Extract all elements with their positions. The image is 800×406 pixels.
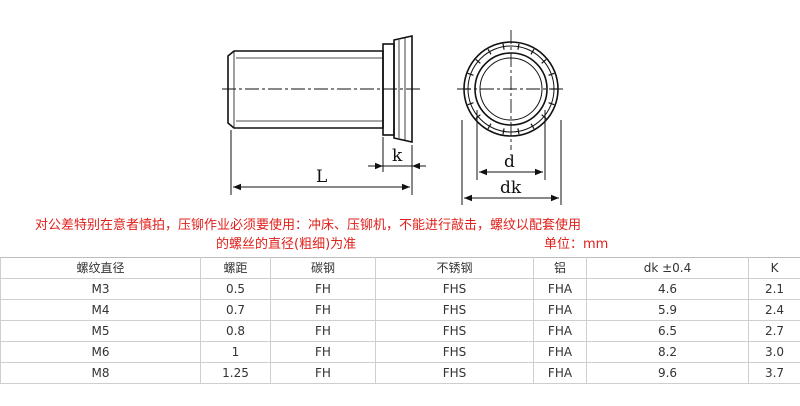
serration-mark (502, 128, 505, 135)
side-view-dimensions (230, 130, 426, 195)
cell-dk: 4.6 (586, 278, 749, 300)
cell-aluminum: FHA (533, 278, 587, 300)
cell-dk: 8.2 (586, 341, 749, 363)
cell-carbon: FH (270, 341, 376, 363)
header-aluminum: 铝 (533, 257, 587, 279)
cell-thread: M3 (0, 278, 201, 300)
cell-aluminum: FHA (533, 341, 587, 363)
cell-aluminum: FHA (533, 299, 587, 321)
usage-warning-line2: 的螺丝的直径(粗细)为准 (216, 237, 357, 252)
cell-k: 2.4 (748, 299, 800, 321)
serration-mark (467, 72, 474, 76)
header-k: K (748, 257, 800, 279)
table-header-row: 螺纹直径 螺距 碳钢 不锈钢 铝 dk ±0.4 K (0, 257, 800, 279)
usage-warning-note-continued: 的螺丝的直径(粗细)为准 单位：mm (216, 237, 800, 253)
cell-thread: M8 (0, 362, 201, 384)
cell-stainless: FHS (375, 299, 534, 321)
cell-aluminum: FHA (533, 320, 587, 342)
head-height-label: k (392, 146, 403, 166)
cell-carbon: FH (270, 299, 376, 321)
table-row: M8 1.25 FH FHS FHA 9.6 3.7 (0, 362, 800, 384)
cell-thread: M4 (0, 299, 201, 321)
unit-label: 单位：mm (544, 237, 609, 252)
length-label: L (316, 167, 327, 187)
cell-thread: M5 (0, 320, 201, 342)
header-pitch: 螺距 (200, 257, 271, 279)
cell-stainless: FHS (375, 320, 534, 342)
serration-mark (487, 48, 492, 55)
serration-mark (548, 72, 555, 76)
serration-mark (548, 102, 555, 106)
front-view-dimensions (461, 110, 562, 205)
side-view (222, 35, 422, 143)
cell-pitch: 1.25 (200, 362, 271, 384)
serration-mark (517, 128, 520, 135)
cell-carbon: FH (270, 362, 376, 384)
cell-dk: 9.6 (586, 362, 749, 384)
header-thread-diameter: 螺纹直径 (0, 257, 201, 279)
cell-carbon: FH (270, 278, 376, 300)
cell-carbon: FH (270, 320, 376, 342)
serration-mark (530, 48, 535, 55)
front-view (457, 30, 566, 150)
cell-stainless: FHS (375, 362, 534, 384)
serration-mark (517, 43, 520, 50)
cell-dk: 5.9 (586, 299, 749, 321)
header-dk: dk ±0.4 (586, 257, 749, 279)
cell-k: 3.0 (748, 341, 800, 363)
cell-pitch: 0.5 (200, 278, 271, 300)
thread-diameter-label: d (504, 152, 515, 172)
cell-stainless: FHS (375, 278, 534, 300)
cell-k: 2.1 (748, 278, 800, 300)
serration-mark (475, 58, 481, 64)
usage-warning-note: 对公差特别在意者慎拍，压铆作业必须要使用：冲床、压铆机，不能进行敲击，螺纹以配套… (35, 218, 582, 233)
serration-mark (541, 58, 547, 64)
cell-dk: 6.5 (586, 320, 749, 342)
cell-pitch: 0.7 (200, 299, 271, 321)
cell-pitch: 0.8 (200, 320, 271, 342)
serration-mark (502, 43, 505, 50)
table-row: M3 0.5 FH FHS FHA 4.6 2.1 (0, 278, 800, 300)
spec-table: 螺纹直径 螺距 碳钢 不锈钢 铝 dk ±0.4 K M3 0.5 FH FHS… (0, 257, 800, 384)
header-carbon-steel: 碳钢 (270, 257, 376, 279)
table-row: M5 0.8 FH FHS FHA 6.5 2.7 (0, 320, 800, 342)
cell-k: 3.7 (748, 362, 800, 384)
header-stainless-steel: 不锈钢 (375, 257, 534, 279)
serration-mark (467, 102, 474, 106)
cell-thread: M6 (0, 341, 201, 363)
stud-technical-drawing: L k d dk (222, 30, 566, 205)
head-diameter-label: dk (500, 178, 522, 198)
cell-k: 2.7 (748, 320, 800, 342)
table-row: M6 1 FH FHS FHA 8.2 3.0 (0, 341, 800, 363)
serration-mark (487, 123, 492, 130)
cell-pitch: 1 (200, 341, 271, 363)
cell-aluminum: FHA (533, 362, 587, 384)
serration-mark (530, 123, 535, 130)
cell-stainless: FHS (375, 341, 534, 363)
table-row: M4 0.7 FH FHS FHA 5.9 2.4 (0, 299, 800, 321)
